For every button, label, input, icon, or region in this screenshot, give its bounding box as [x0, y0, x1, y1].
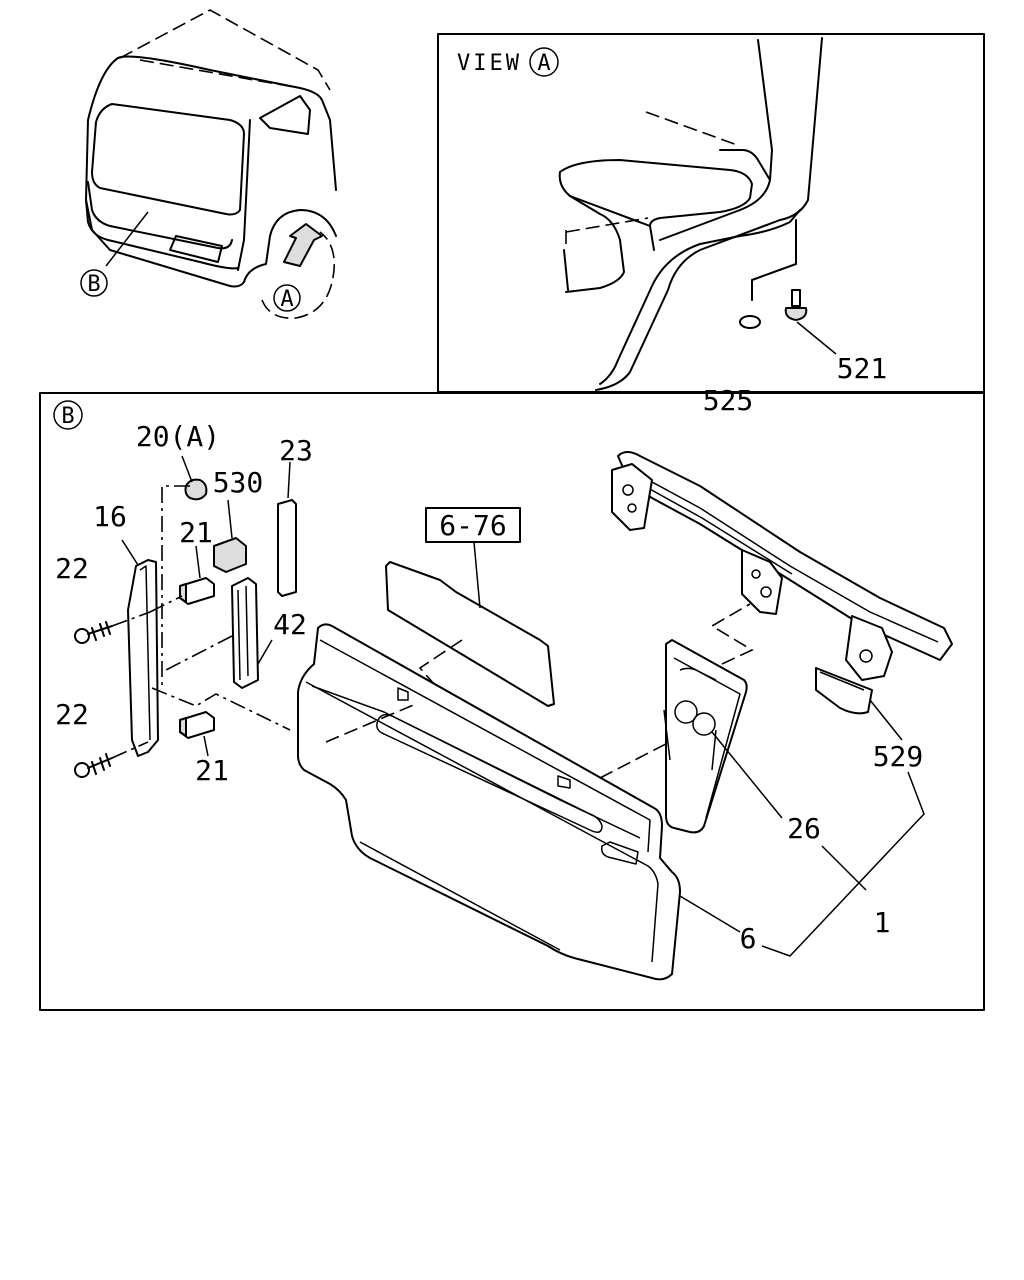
callout-1: 1	[874, 906, 891, 939]
nut-20a	[161, 455, 208, 690]
callout-42: 42	[273, 608, 307, 641]
overview-marker-a: A	[273, 284, 301, 312]
assembly-bracket-1	[761, 771, 925, 957]
view-a-marker: A	[537, 51, 550, 76]
callout-525: 525	[703, 384, 754, 417]
view-a-title: VIEW	[457, 51, 522, 76]
screw-22-top	[74, 611, 151, 644]
callout-21-top: 21	[179, 516, 213, 549]
clip-21-top	[179, 545, 215, 605]
view-a-heading: VIEW A	[457, 47, 559, 77]
callout-530: 530	[213, 466, 264, 499]
callout-26: 26	[787, 812, 821, 845]
overview-marker-a-text: A	[280, 287, 293, 312]
front-panel-6	[297, 623, 741, 981]
callout-22-bottom: 22	[55, 698, 89, 731]
callout-6: 6	[740, 922, 757, 955]
callout-529: 529	[873, 740, 924, 773]
callout-23: 23	[279, 434, 313, 467]
callout-22-top: 22	[55, 552, 89, 585]
view-a-seat-drawing	[558, 37, 837, 391]
callout-16: 16	[93, 500, 127, 533]
section-b-panel	[39, 392, 985, 1011]
cap-530	[213, 499, 247, 573]
overview-marker-b-text: B	[87, 272, 100, 297]
truck-cab-overview	[85, 9, 337, 319]
strip-23	[277, 461, 297, 597]
bracket-26	[663, 603, 783, 834]
screw-22-bottom	[74, 741, 149, 778]
cross-member	[611, 451, 953, 741]
seal-42	[231, 577, 273, 689]
clip-521	[784, 289, 808, 321]
callout-20a: 20(A)	[136, 420, 220, 453]
section-b-heading: B	[53, 400, 83, 430]
clip-21-bottom	[179, 711, 215, 757]
section-b-marker: B	[61, 404, 74, 429]
callout-6-76: 6-76	[439, 509, 506, 542]
callout-521: 521	[837, 352, 888, 385]
side-trim-16	[121, 539, 159, 757]
callout-21-bottom: 21	[195, 754, 229, 787]
overview-marker-b: B	[80, 269, 108, 297]
